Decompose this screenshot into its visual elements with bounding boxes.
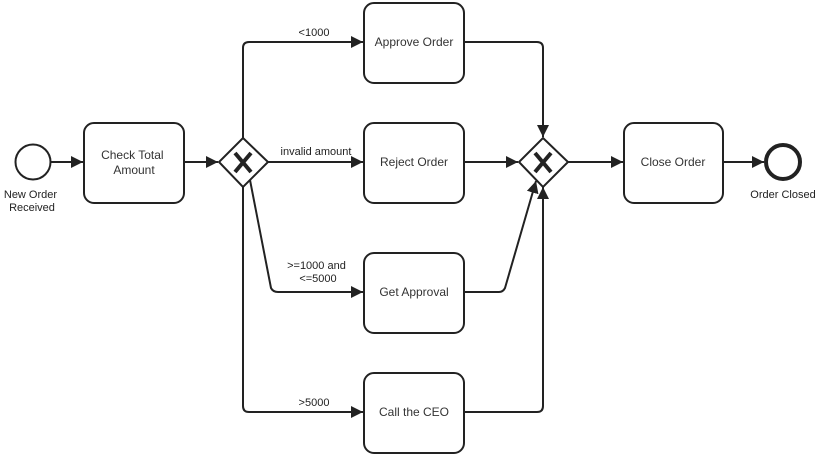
task-check-total-amount[interactable]: Check Total Amount	[83, 122, 185, 204]
task-reject-order[interactable]: Reject Order	[363, 122, 465, 204]
edge-label-between-1000-5000: >=1000 and <=5000	[287, 260, 349, 285]
svg-text:Call the CEO: Call the CEO	[379, 405, 449, 419]
start-label-line-2: Received	[9, 202, 55, 214]
end-label-line: Order Closed	[750, 189, 815, 201]
flow-split-to-get-approval[interactable]	[249, 179, 363, 298]
task-label: Approve Order	[375, 35, 454, 49]
task-label-line-2: Amount	[113, 163, 155, 177]
start-event[interactable]	[14, 143, 52, 181]
task-get-approval[interactable]: Get Approval	[363, 252, 465, 334]
task-call-the-ceo[interactable]: Call the CEO	[363, 372, 465, 454]
edge-label-gt-5000: >5000	[299, 397, 330, 409]
svg-text:Reject Order: Reject Order	[380, 155, 448, 169]
edge-label-invalid-amount: invalid amount	[281, 146, 352, 158]
edge-label-line: >5000	[299, 397, 330, 409]
edge-label-line-1: >=1000 and	[287, 260, 346, 272]
task-label-line-1: Check Total	[101, 148, 163, 162]
task-approve-order[interactable]: Approve Order	[363, 2, 465, 84]
edge-label-lt-1000: <1000	[299, 27, 330, 39]
flow-split-to-approve[interactable]	[242, 36, 363, 138]
end-event[interactable]	[764, 143, 802, 181]
x-icon	[533, 151, 553, 174]
edge-label-line: invalid amount	[281, 146, 352, 158]
svg-text:Check Total Amount: Check Total Amount	[101, 148, 167, 177]
task-close-order[interactable]: Close Order	[623, 122, 724, 204]
svg-text:Approve Order: Approve Order	[375, 35, 454, 49]
task-label: Call the CEO	[379, 405, 449, 419]
gateway-merge-exclusive[interactable]	[517, 136, 570, 189]
flow-approve-to-merge	[464, 41, 549, 137]
task-label: Get Approval	[379, 285, 448, 299]
gateway-split-exclusive[interactable]	[217, 136, 270, 189]
start-event-label: New Order Received	[4, 189, 60, 214]
edge-label-line-2: <=5000	[299, 273, 336, 285]
svg-text:Close Order: Close Order	[641, 155, 706, 169]
flow-get-approval-to-merge	[464, 180, 539, 293]
edge-label-line: <1000	[299, 27, 330, 39]
svg-text:Get Approval: Get Approval	[379, 285, 448, 299]
end-event-label: Order Closed	[750, 189, 815, 201]
start-label-line-1: New Order	[4, 189, 58, 201]
task-label: Close Order	[641, 155, 706, 169]
task-label: Reject Order	[380, 155, 448, 169]
flow-split-to-ceo[interactable]	[242, 187, 363, 418]
x-icon	[233, 151, 253, 174]
flow-ceo-to-merge	[464, 187, 549, 413]
